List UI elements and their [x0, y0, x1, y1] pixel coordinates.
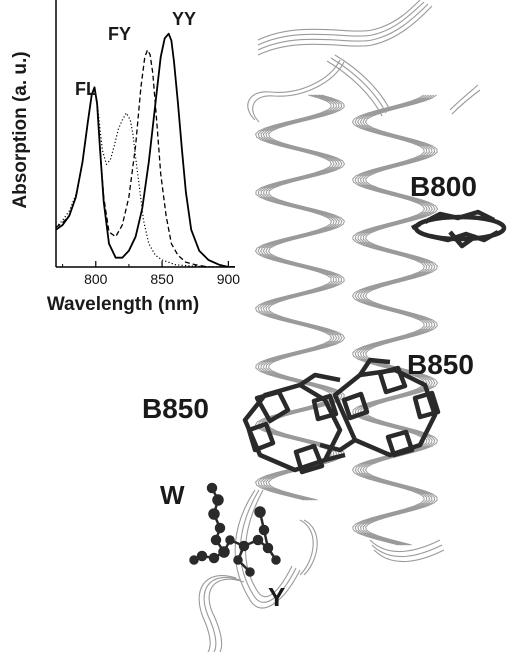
x-tick-label-850: 850 — [150, 271, 174, 287]
series-label-yy: YY — [172, 9, 196, 29]
helix-right-strand-5 — [364, 94, 439, 546]
helix-left-strand-4 — [265, 94, 343, 501]
absorption-chart: 800 850 900 FL FY YY Wavelength (nm) Absorpt… — [10, 0, 240, 315]
w-label: W — [160, 480, 185, 510]
b800-label: B800 — [410, 171, 477, 202]
b800-pigment — [410, 209, 507, 249]
x-ticks: 800 850 900 — [62, 261, 241, 287]
x-tick-label-900: 900 — [217, 271, 241, 287]
b850-right-label: B850 — [407, 349, 474, 380]
series-yy-curve — [56, 32, 235, 267]
x-tick-label-800: 800 — [84, 271, 108, 287]
curves — [56, 32, 235, 267]
helix-left-strand-2 — [260, 94, 338, 501]
helix-right-strand-4 — [362, 94, 436, 546]
x-axis-label: Wavelength (nm) — [47, 294, 199, 315]
w-y-residues — [189, 482, 281, 577]
b850-pigments — [242, 357, 441, 475]
protein-structure: B800 B850 B850 W Y — [142, 0, 507, 652]
helix-right-strand-2 — [357, 94, 431, 546]
series-labels: FL FY YY — [75, 9, 196, 99]
helix-right-strand-3 — [359, 94, 433, 546]
right-helix — [351, 94, 439, 546]
series-label-fl: FL — [75, 79, 97, 99]
b850-left-label: B850 — [142, 393, 209, 424]
helix-left-strand-3 — [262, 94, 340, 501]
helix-right-strand-1 — [354, 94, 428, 546]
series-label-fy: FY — [108, 24, 131, 44]
plot-frame — [56, 0, 235, 267]
left-helix — [254, 94, 346, 501]
y-axis-label: Absorption (a. u.) — [10, 51, 31, 208]
helix-left-strand-5 — [267, 94, 346, 501]
y-label: Y — [268, 582, 285, 612]
bottom-loop-ribbon — [198, 489, 445, 652]
top-loop-ribbon — [247, 0, 481, 123]
helix-right-strand-0 — [351, 94, 426, 546]
